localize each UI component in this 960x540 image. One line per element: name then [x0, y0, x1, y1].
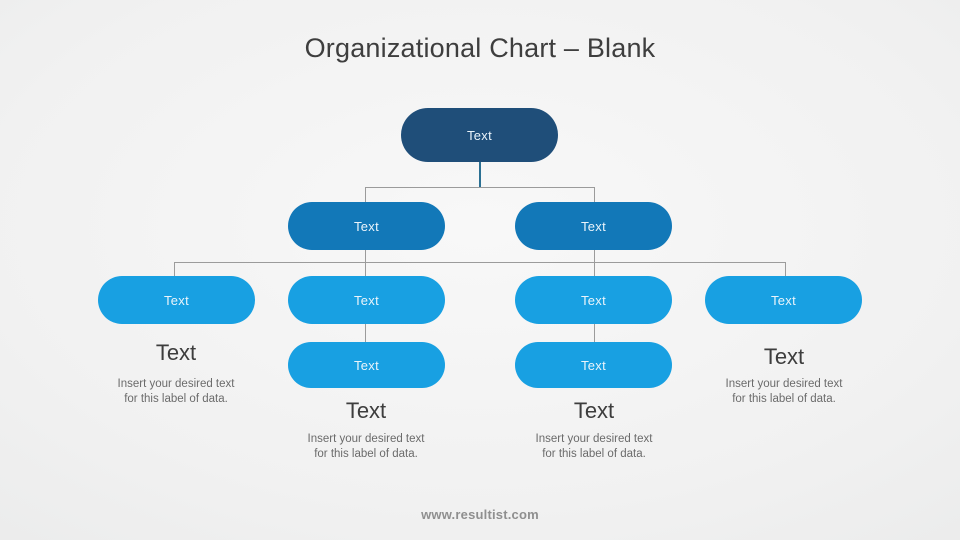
slide-title: Organizational Chart – Blank [304, 33, 656, 63]
connector-level2-left-down [365, 250, 366, 276]
col4-heading: Text [763, 344, 805, 369]
col3-caption-line1: Insert your desired text [535, 433, 653, 445]
org-node-level2-right: Text [515, 202, 672, 250]
col2-caption-line1: Insert your desired text [307, 433, 425, 445]
connector-level3-horizontal [174, 262, 786, 263]
org-node-col2: Text [288, 276, 445, 324]
connector-col3-down [594, 324, 595, 342]
org-node-root: Text [401, 108, 558, 162]
connector-level2-left-stub [365, 187, 366, 202]
col3-caption: Insert your desired text for this label … [494, 432, 694, 462]
col1-caption-line1: Insert your desired text [117, 378, 235, 390]
org-node-col3: Text [515, 276, 672, 324]
col2-caption-line2: for this label of data. [314, 448, 418, 460]
connector-level2-right-down [594, 250, 595, 276]
connector-col4-stub [785, 262, 786, 276]
org-node-col2-sub: Text [288, 342, 445, 388]
connector-col1-stub [174, 262, 175, 276]
connector-level2-horizontal [365, 187, 595, 188]
org-node-col1: Text [98, 276, 255, 324]
connector-level2-right-stub [594, 187, 595, 202]
col4-caption: Insert your desired text for this label … [684, 377, 884, 407]
org-node-col3-sub: Text [515, 342, 672, 388]
connector-root-vertical [479, 162, 481, 187]
footer-url: www.resultist.com [421, 507, 539, 522]
col3-caption-line2: for this label of data. [542, 448, 646, 460]
col2-caption: Insert your desired text for this label … [266, 432, 466, 462]
col2-heading: Text [345, 398, 387, 423]
col4-caption-line1: Insert your desired text [725, 378, 843, 390]
connector-col2-down [365, 324, 366, 342]
col1-heading: Text [155, 340, 197, 365]
org-node-level2-left: Text [288, 202, 445, 250]
col1-caption-line2: for this label of data. [124, 393, 228, 405]
org-node-col4: Text [705, 276, 862, 324]
col4-caption-line2: for this label of data. [732, 393, 836, 405]
col3-heading: Text [573, 398, 615, 423]
col1-caption: Insert your desired text for this label … [76, 377, 276, 407]
